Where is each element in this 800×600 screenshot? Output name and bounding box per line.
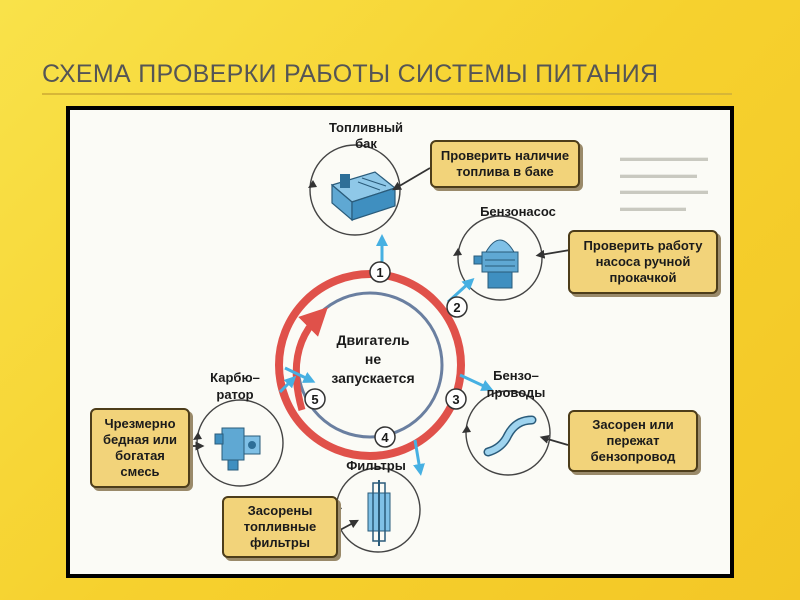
fuel-filter-icon bbox=[367, 480, 391, 546]
pump-label: Бензонасос bbox=[480, 204, 556, 219]
title-rule bbox=[42, 93, 732, 95]
check-carb-line-1: Чрезмерно bbox=[104, 415, 176, 431]
center-line-2: не bbox=[365, 351, 381, 367]
flow-diagram: 1 2 3 4 5 Двигатель не запускается Топли… bbox=[190, 120, 571, 553]
tank-label-2: бак bbox=[355, 136, 377, 151]
check-tank-line-2: топлива в баке bbox=[456, 164, 554, 179]
check-lines-line-1: Засорен или bbox=[592, 416, 674, 432]
check-lines-line-3: бензопровод bbox=[590, 449, 676, 465]
step-3-label: 3 bbox=[452, 392, 459, 407]
lines-label-2: проводы bbox=[487, 385, 546, 400]
diagram-frame: ▬▬▬▬▬▬▬▬▬▬▬▬▬▬▬▬▬▬▬▬▬▬▬▬▬▬▬▬▬ bbox=[66, 106, 734, 578]
step-1-label: 1 bbox=[376, 265, 383, 280]
check-filters-line-3: фильтры bbox=[250, 535, 310, 551]
callout-connectors bbox=[190, 167, 571, 531]
step-5-label: 5 bbox=[311, 392, 318, 407]
check-pump-line-3: прокачкой bbox=[609, 270, 677, 286]
check-lines-callout: Засорен или пережат бензопровод bbox=[568, 410, 698, 472]
check-pump-line-1: Проверить работу bbox=[583, 237, 703, 253]
check-carb-callout: Чрезмерно бедная или богатая смесь bbox=[90, 408, 190, 488]
step-badges bbox=[304, 261, 468, 448]
step-4-label: 4 bbox=[381, 430, 389, 445]
fuel-line-icon bbox=[483, 415, 537, 457]
center-line-1: Двигатель bbox=[337, 332, 410, 348]
check-pump-line-2: насоса ручной bbox=[595, 253, 691, 269]
check-filters-callout: Засорены топливные фильтры bbox=[222, 496, 338, 558]
fuel-pump-icon bbox=[473, 239, 519, 289]
carb-label-1: Карбю– bbox=[210, 370, 260, 385]
check-carb-line-4: смесь bbox=[120, 464, 160, 480]
filters-label: Фильтры bbox=[346, 458, 406, 473]
diagram-canvas: ▬▬▬▬▬▬▬▬▬▬▬▬▬▬▬▬▬▬▬▬▬▬▬▬▬▬▬▬▬ bbox=[70, 110, 730, 574]
check-pump-callout: Проверить работу насоса ручной прокачкой bbox=[568, 230, 718, 294]
check-tank-line-1: Проверить наличие bbox=[440, 147, 570, 163]
carb-label-2: ратор bbox=[216, 387, 253, 402]
check-filters-line-2: топливные bbox=[243, 518, 317, 534]
tank-label-1: Топливный bbox=[329, 120, 403, 135]
lines-label-1: Бензо– bbox=[493, 368, 539, 383]
check-carb-line-2: бедная или bbox=[102, 431, 178, 447]
fuel-tank-icon bbox=[330, 171, 397, 222]
check-lines-line-2: пережат bbox=[606, 432, 660, 448]
ring-return-arrow bbox=[292, 307, 328, 411]
check-carb-line-3: богатая bbox=[115, 448, 165, 463]
background-texture: ▬▬▬▬▬▬▬▬▬▬▬▬▬▬▬▬▬▬▬▬▬▬▬▬▬▬▬▬▬ bbox=[620, 152, 708, 214]
check-tank-callout: Проверить наличие топлива в баке bbox=[430, 140, 580, 188]
slide-title: СХЕМА ПРОВЕРКИ РАБОТЫ СИСТЕМЫ ПИТАНИЯ bbox=[42, 60, 659, 88]
center-line-3: запускается bbox=[331, 370, 414, 386]
carburetor-icon bbox=[214, 427, 261, 471]
step-2-label: 2 bbox=[453, 300, 460, 315]
check-filters-line-1: Засорены bbox=[247, 502, 313, 518]
